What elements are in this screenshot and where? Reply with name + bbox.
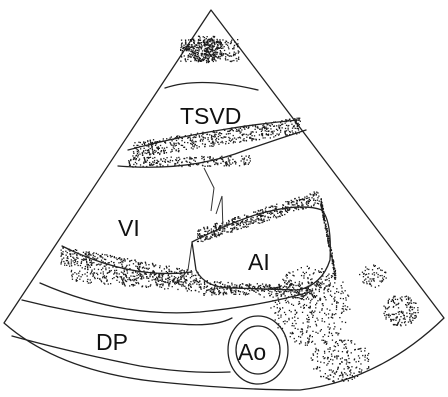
septal-notch xyxy=(204,168,214,211)
ultrasound-sector-outline xyxy=(4,10,444,390)
label-tsvd: TSVD xyxy=(180,103,241,129)
label-ao: Ao xyxy=(238,339,266,365)
label-vi: VI xyxy=(118,215,140,241)
label-dp: DP xyxy=(96,329,128,355)
label-ai: AI xyxy=(248,249,270,275)
apex-wall-line xyxy=(165,82,258,90)
